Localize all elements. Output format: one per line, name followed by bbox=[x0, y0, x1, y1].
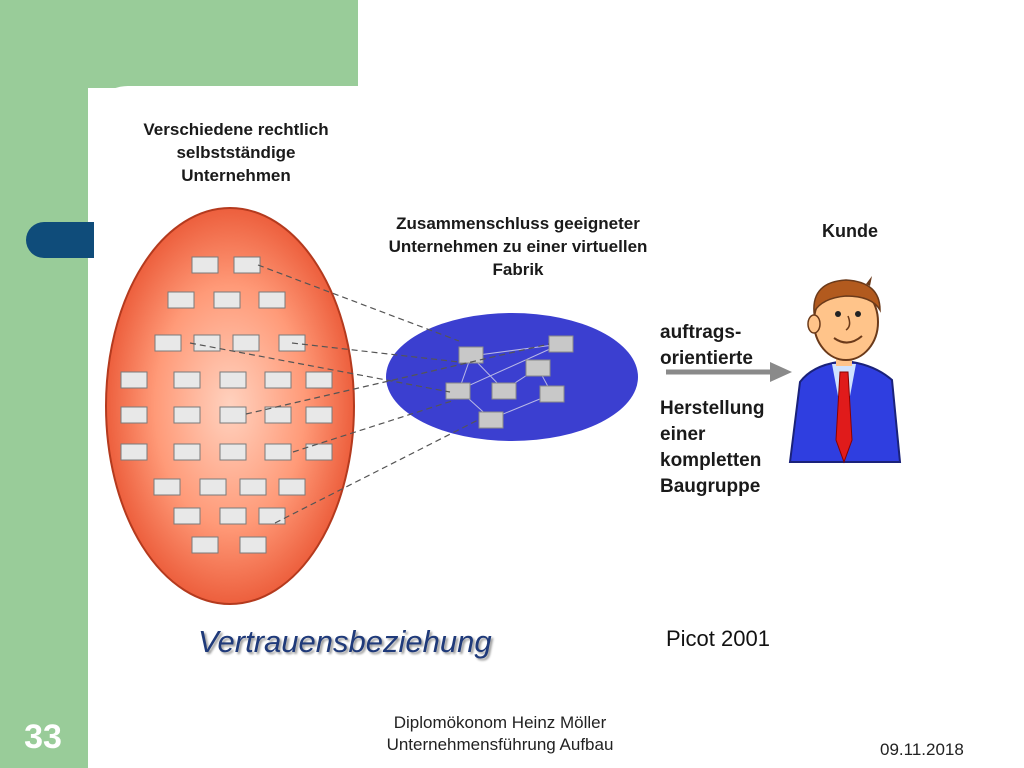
company-box bbox=[264, 406, 292, 424]
label-virtual-factory-line-3: Fabrik bbox=[492, 260, 544, 279]
company-box bbox=[199, 478, 227, 496]
company-box bbox=[219, 507, 247, 525]
company-box bbox=[173, 406, 201, 424]
company-box bbox=[167, 291, 195, 309]
company-box bbox=[213, 291, 241, 309]
label-order-oriented: auftrags- orientierte bbox=[660, 320, 810, 372]
label-production-line-4: Baugruppe bbox=[660, 476, 761, 497]
factory-node-box bbox=[458, 346, 484, 364]
label-virtual-factory-line-1: Zusammenschluss geeigneter bbox=[396, 214, 640, 233]
customer-figure bbox=[788, 276, 902, 464]
virtual-factory-ellipse bbox=[386, 313, 638, 441]
companies-box-group bbox=[120, 256, 333, 554]
company-box bbox=[239, 536, 267, 554]
company-box bbox=[120, 443, 148, 461]
factory-node-box bbox=[478, 411, 504, 429]
company-box bbox=[305, 406, 333, 424]
label-production-line-3: kompletten bbox=[660, 450, 762, 471]
footer-date: 09.11.2018 bbox=[880, 740, 964, 759]
company-box bbox=[219, 371, 247, 389]
virtual-factory-box-group bbox=[445, 335, 574, 429]
company-box bbox=[173, 371, 201, 389]
label-order-oriented-line-1: auftrags- bbox=[660, 322, 742, 343]
label-separate-companies: Verschiedene rechtlich selbstständige Un… bbox=[118, 118, 354, 187]
company-box bbox=[264, 443, 292, 461]
company-box bbox=[120, 371, 148, 389]
footer-line-1: Diplomökonom Heinz Möller bbox=[393, 713, 607, 732]
footer-author: Diplomökonom Heinz Möller Unternehmensfü… bbox=[340, 712, 660, 756]
source-citation: Picot 2001 bbox=[666, 626, 770, 651]
label-separate-companies-line-1: Verschiedene rechtlich bbox=[143, 120, 329, 139]
company-box bbox=[193, 334, 221, 352]
companies-ellipse bbox=[105, 207, 355, 605]
company-box bbox=[305, 443, 333, 461]
company-box bbox=[153, 478, 181, 496]
company-box bbox=[191, 536, 219, 554]
label-customer: Kunde bbox=[822, 221, 878, 241]
factory-node-box bbox=[491, 382, 517, 400]
company-box bbox=[173, 443, 201, 461]
factory-node-box bbox=[548, 335, 574, 353]
company-box bbox=[173, 507, 201, 525]
label-production-line-1: Herstellung bbox=[660, 398, 765, 419]
caption-trust-relationship: Vertrauensbeziehung bbox=[198, 624, 492, 659]
company-box bbox=[305, 371, 333, 389]
company-box bbox=[191, 256, 219, 274]
sidebar-left-band bbox=[0, 0, 88, 768]
label-separate-companies-line-2: selbstständige bbox=[176, 143, 296, 162]
arrow-to-customer bbox=[666, 362, 792, 382]
company-box bbox=[239, 478, 267, 496]
company-box bbox=[258, 291, 286, 309]
company-box bbox=[154, 334, 182, 352]
company-box bbox=[120, 406, 148, 424]
company-box bbox=[258, 507, 286, 525]
label-separate-companies-line-3: Unternehmen bbox=[181, 166, 291, 185]
slide-number: 33 bbox=[24, 718, 62, 756]
company-box bbox=[232, 334, 260, 352]
company-box bbox=[278, 478, 306, 496]
footer-line-2: Unternehmensführung Aufbau bbox=[386, 735, 614, 754]
factory-node-box bbox=[525, 359, 551, 377]
factory-node-box bbox=[539, 385, 565, 403]
company-box bbox=[264, 371, 292, 389]
label-virtual-factory: Zusammenschluss geeigneter Unternehmen z… bbox=[362, 212, 674, 281]
company-box bbox=[219, 443, 247, 461]
label-virtual-factory-line-2: Unternehmen zu einer virtuellen bbox=[388, 237, 648, 256]
label-production-line-2: einer bbox=[660, 424, 706, 445]
company-box bbox=[219, 406, 247, 424]
company-box bbox=[233, 256, 261, 274]
label-production: Herstellung einer kompletten Baugruppe bbox=[660, 396, 810, 500]
connection-lines bbox=[189, 264, 550, 524]
label-order-oriented-line-2: orientierte bbox=[660, 348, 753, 369]
factory-node-box bbox=[445, 382, 471, 400]
slide-tab-marker bbox=[26, 222, 94, 258]
